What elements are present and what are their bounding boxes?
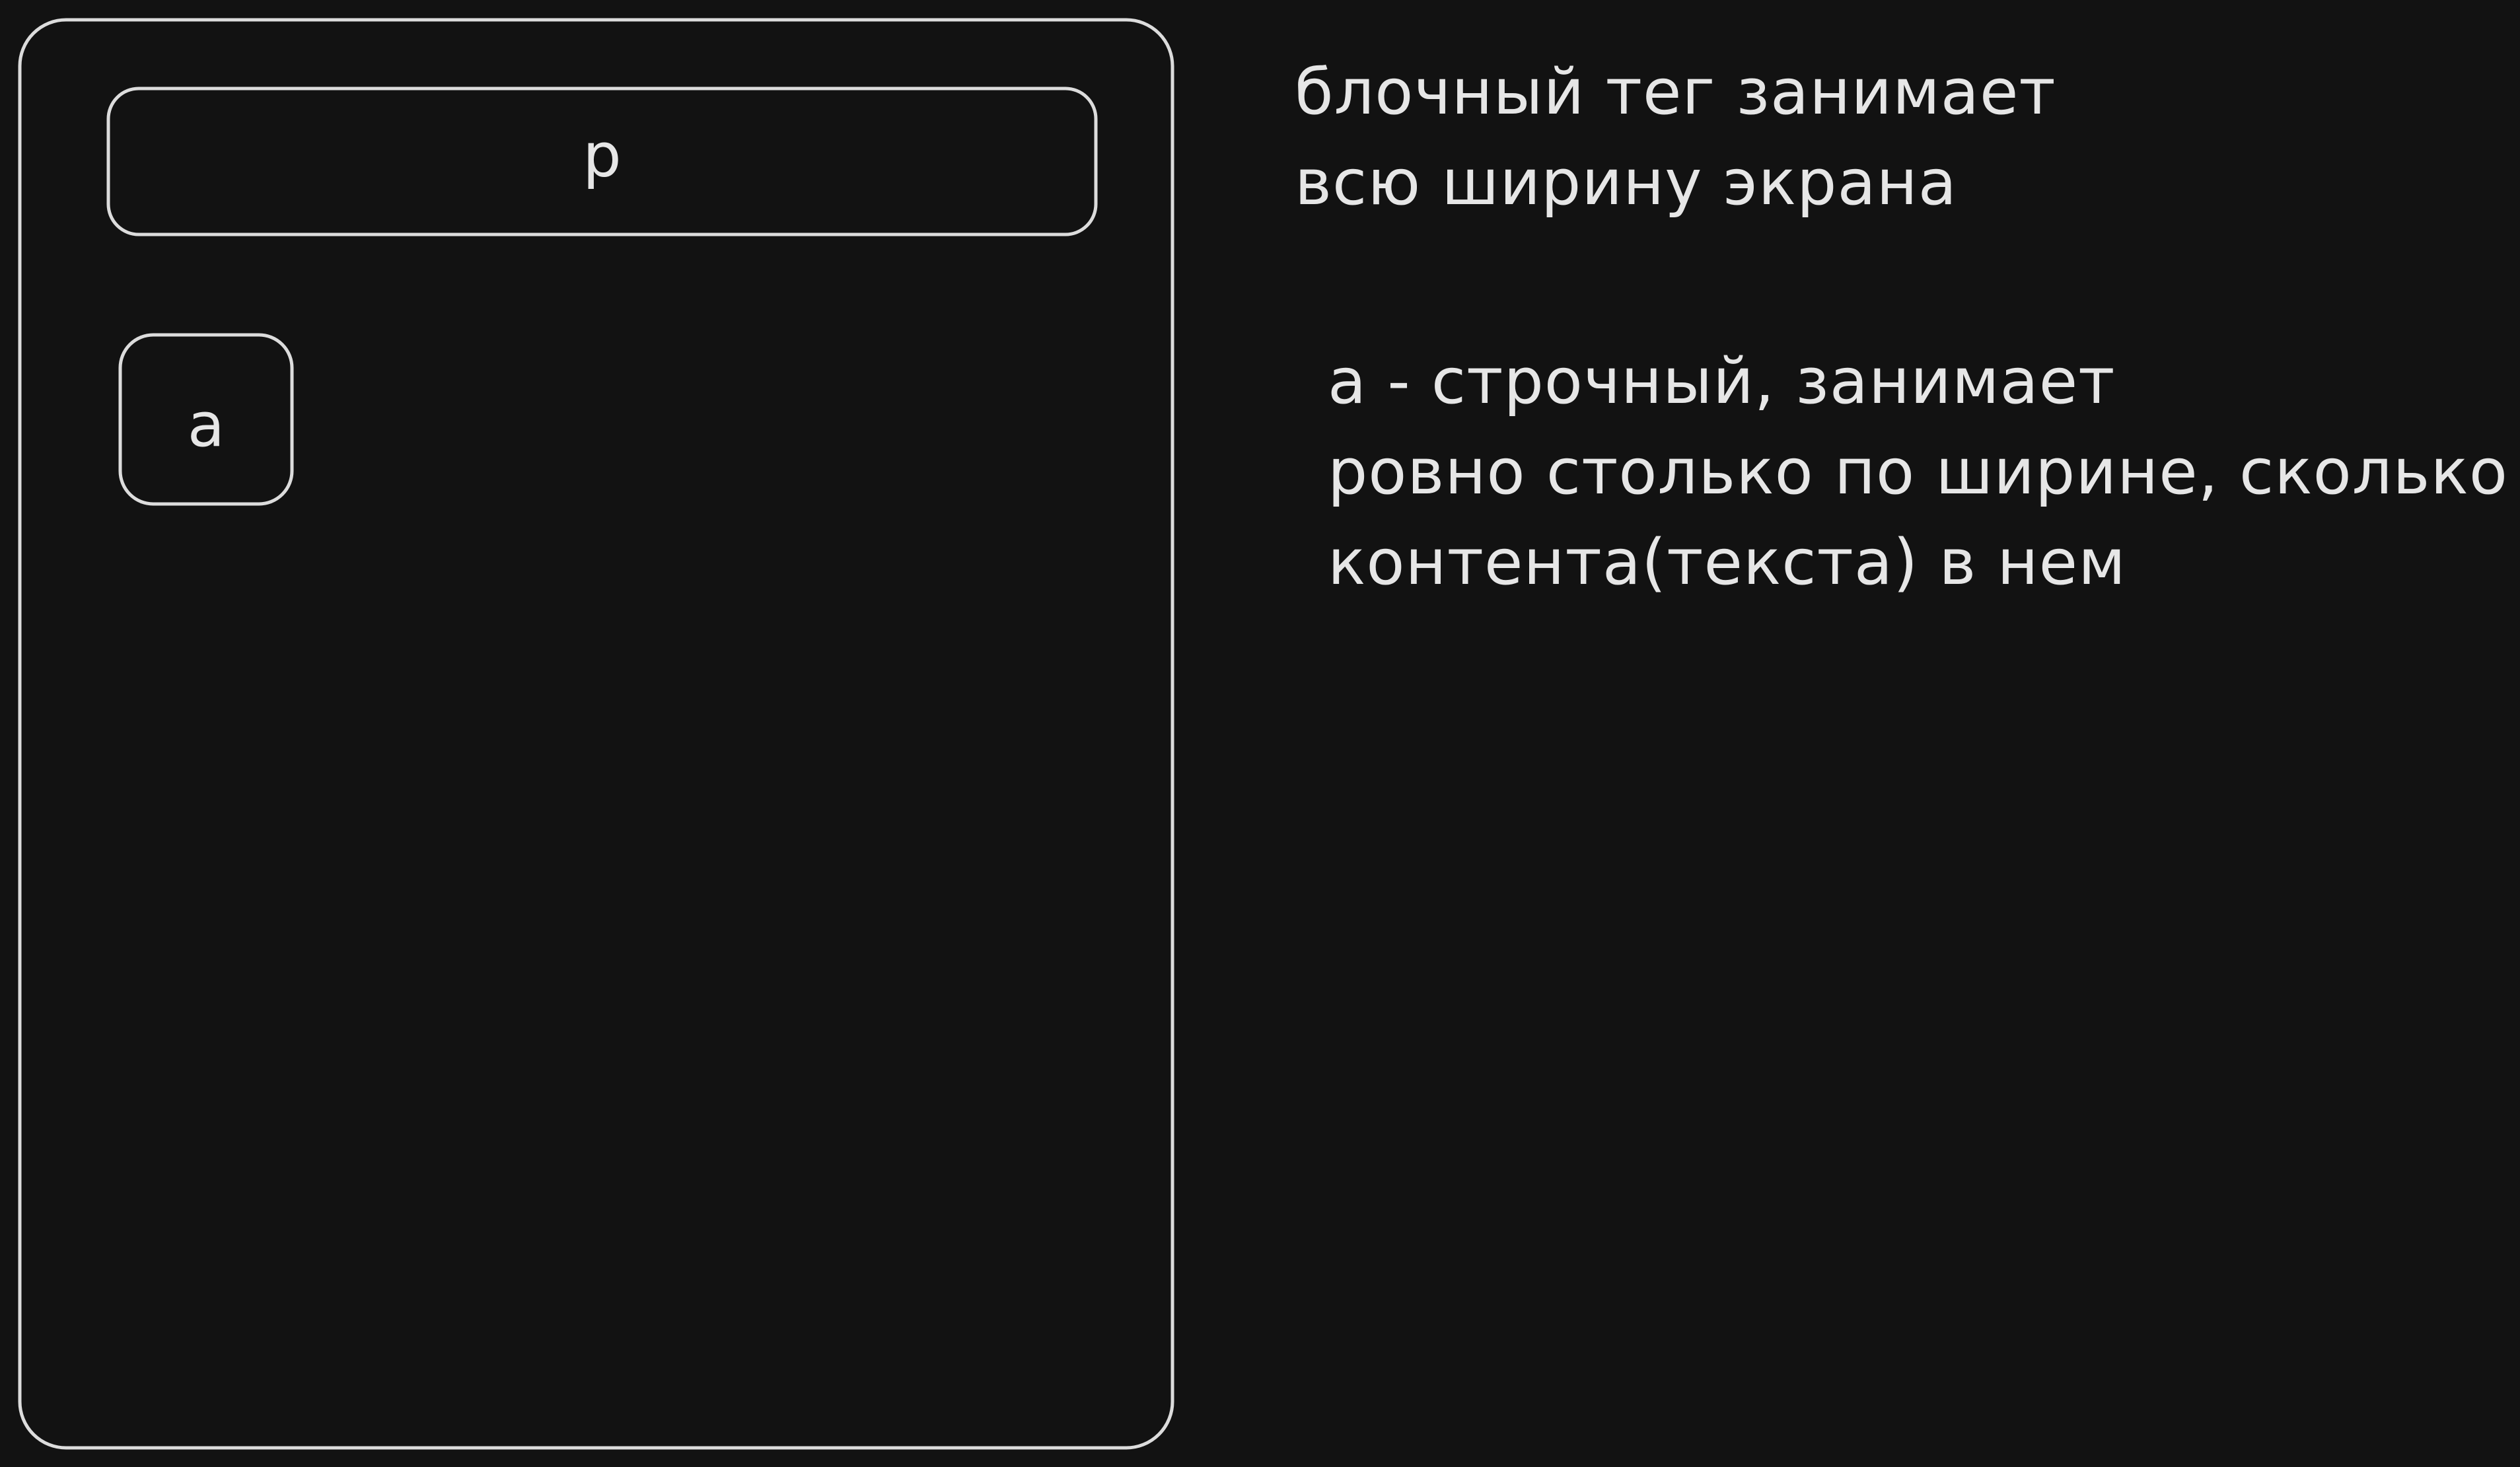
- p-block-box: [106, 87, 1098, 236]
- p-block-label: p: [583, 120, 622, 191]
- block-tag-note: блочный тег занимает всю ширину экрана: [1295, 56, 2056, 219]
- screen-frame: [18, 18, 1174, 1450]
- inline-tag-note: a - строчный, занимает ровно столько по …: [1328, 345, 2508, 599]
- a-inline-label: a: [187, 390, 225, 460]
- a-inline-box: [118, 333, 294, 506]
